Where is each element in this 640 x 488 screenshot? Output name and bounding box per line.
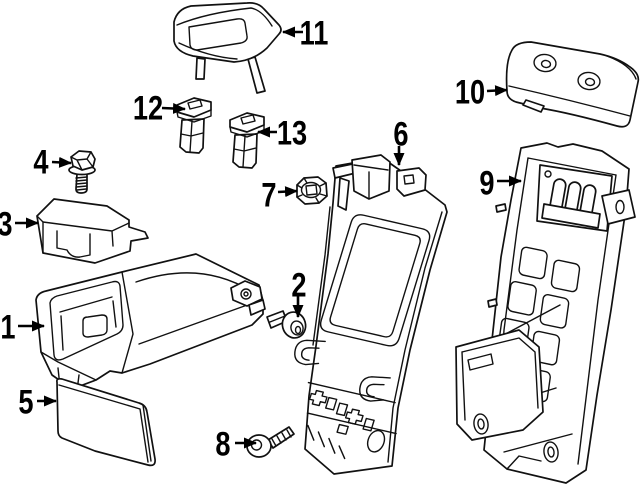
- part-center-seat-back-frame: [294, 154, 448, 475]
- callout-number: 5: [18, 382, 33, 421]
- callout-seat-back-panel-frame: 9: [479, 163, 522, 202]
- part-headrest-bezel-cover: [505, 41, 640, 128]
- callout-number: 3: [0, 204, 13, 243]
- callout-lock-cylinder-fastener: 2: [291, 265, 307, 318]
- part-lock-cylinder-fastener: [266, 310, 307, 339]
- callout-number: 11: [300, 13, 329, 52]
- leader-arrow-icon: [161, 102, 186, 114]
- part-hex-bolt: [68, 150, 96, 194]
- callout-number: 9: [479, 163, 494, 202]
- callout-shoulder-screw: 8: [215, 424, 257, 463]
- callout-number: 7: [261, 175, 276, 214]
- callout-armrest-door-lid: 5: [18, 382, 57, 421]
- callout-hinge-cover-bracket: 3: [0, 204, 39, 243]
- callout-number: 10: [455, 72, 485, 111]
- callout-number: 2: [291, 265, 306, 304]
- callout-number: 12: [133, 88, 163, 127]
- callout-center-seat-back-frame: 6: [393, 114, 409, 166]
- part-headrest: [173, 2, 282, 94]
- callout-lock-nut: 7: [261, 175, 298, 214]
- callout-headrest-guide-sleeve-left: 12: [133, 88, 186, 127]
- callout-headrest-guide-sleeve-right: 13: [257, 113, 307, 152]
- part-hinge-cover-bracket: [36, 198, 149, 264]
- callout-number: 8: [215, 424, 230, 463]
- callout-headrest-bezel-cover: 10: [455, 72, 508, 111]
- callout-layer: 12345678910111213: [0, 13, 522, 463]
- callout-number: 4: [33, 142, 48, 181]
- callout-armrest-assembly: 1: [0, 307, 45, 346]
- part-lock-nut: [296, 176, 328, 205]
- callout-hex-bolt: 4: [33, 142, 72, 181]
- part-armrest-assembly: [35, 253, 266, 392]
- callout-number: 1: [0, 307, 15, 346]
- leader-arrow-icon: [277, 186, 298, 198]
- callout-headrest: 11: [282, 13, 329, 52]
- part-armrest-door-lid: [56, 377, 156, 467]
- callout-number: 13: [277, 113, 307, 152]
- leader-arrow-icon: [486, 85, 508, 97]
- callout-number: 6: [393, 114, 408, 153]
- part-seat-back-panel-frame: [455, 142, 636, 484]
- leader-arrow-icon: [51, 156, 72, 168]
